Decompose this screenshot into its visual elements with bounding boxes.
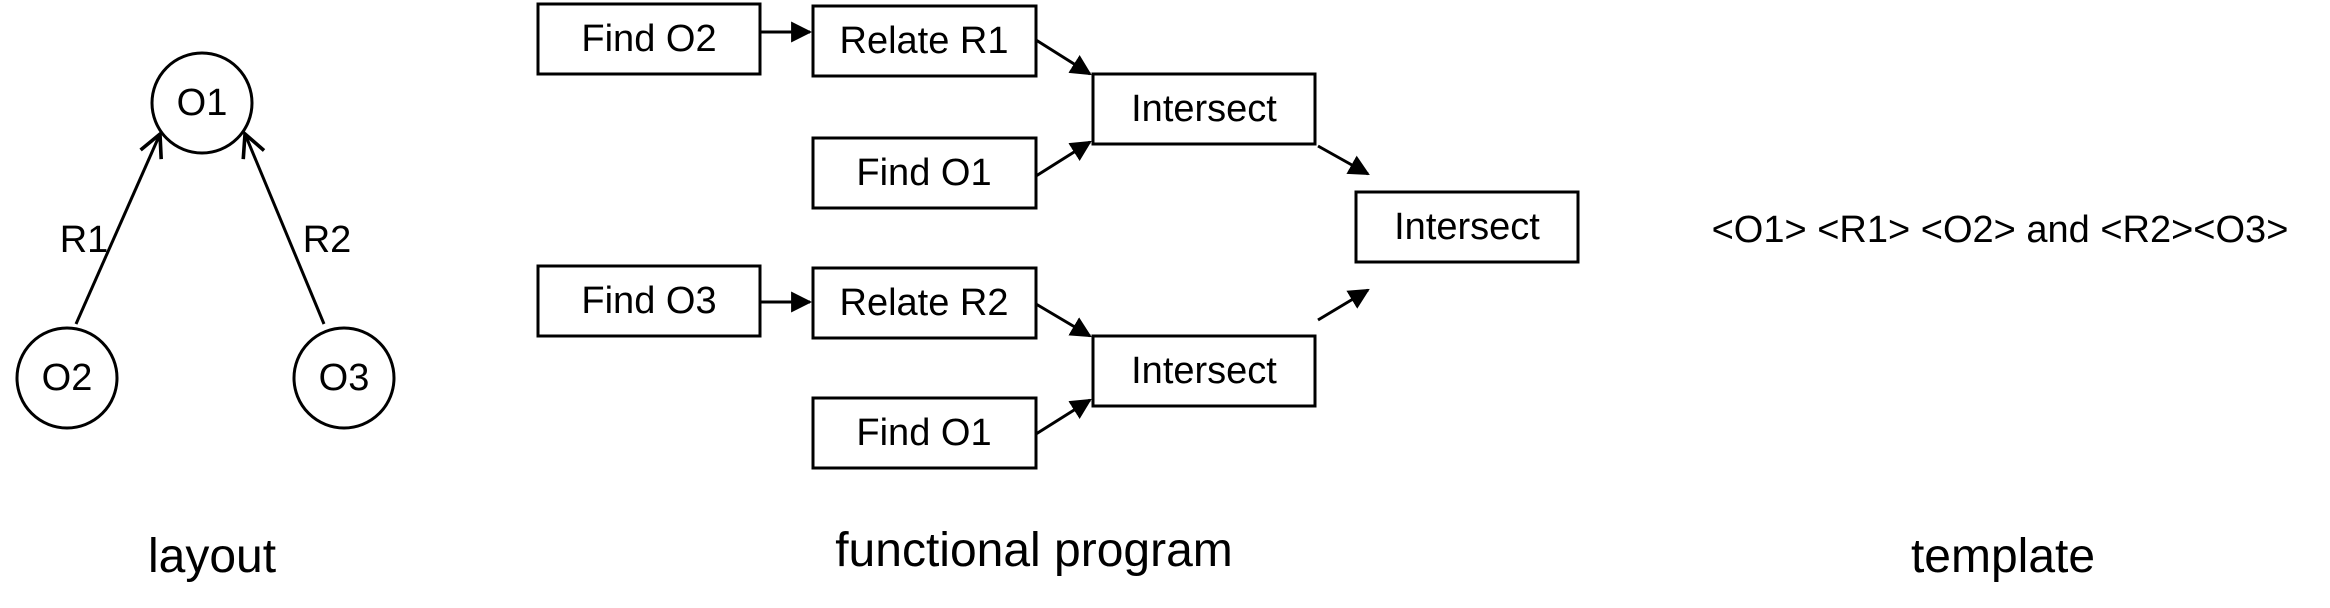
- box-find-o1-a-label: Find O1: [856, 152, 991, 194]
- template-section: <O1> <R1> <O2> and <R2><O3> template: [1712, 209, 2289, 583]
- box-relate-r1: [811, 4, 1038, 78]
- box-find-o3: [536, 264, 762, 338]
- arrow-relate-r2-to-intersect-b: [1035, 302, 1092, 338]
- box-relate-r2: [811, 266, 1038, 340]
- layout-node-o2: [15, 326, 119, 430]
- box-relate-r1-label: Relate R1: [840, 20, 1009, 62]
- functional-program: Find O2 Relate R1 Find O1 Intersect Find…: [536, 2, 1580, 577]
- layout-node-o3-label: O3: [319, 357, 370, 399]
- layout-edge-label-r1: R1: [60, 219, 109, 261]
- box-intersect-final: [1354, 190, 1580, 264]
- box-find-o2: [536, 2, 762, 76]
- layout-node-o1-label: O1: [177, 82, 228, 124]
- arrow-find-o1-b-to-intersect-b: [1035, 398, 1092, 436]
- box-intersect-b-label: Intersect: [1131, 350, 1277, 392]
- box-find-o2-label: Find O2: [581, 18, 716, 60]
- box-find-o3-label: Find O3: [581, 280, 716, 322]
- box-intersect-a-label: Intersect: [1131, 88, 1277, 130]
- box-intersect-final-label: Intersect: [1394, 206, 1540, 248]
- box-find-o1-a: [811, 136, 1038, 210]
- arrow-intersect-b-to-final: [1317, 288, 1370, 322]
- layout-node-o1: [150, 51, 254, 155]
- box-intersect-b: [1091, 334, 1317, 408]
- layout-caption: layout: [148, 530, 276, 583]
- arrow-find-o1-a-to-intersect-a: [1035, 140, 1092, 178]
- template-caption: template: [1911, 530, 2095, 583]
- program-caption: functional program: [835, 524, 1233, 577]
- arrow-relate-r1-to-intersect-a: [1035, 38, 1092, 76]
- template-text: <O1> <R1> <O2> and <R2><O3>: [1712, 209, 2289, 251]
- layout-edge-label-r2: R2: [303, 219, 352, 261]
- layout-graph: O1 O2 O3 R1 R2 layout: [15, 51, 396, 583]
- layout-node-o2-label: O2: [42, 357, 93, 399]
- layout-node-o3: [292, 326, 396, 430]
- box-intersect-a: [1091, 72, 1317, 146]
- box-find-o1-b-label: Find O1: [856, 412, 991, 454]
- box-find-o1-b: [811, 396, 1038, 470]
- edge-o3-o1: [245, 134, 326, 325]
- edge-o2-o1: [74, 134, 160, 325]
- arrow-intersect-a-to-final: [1317, 144, 1370, 176]
- box-relate-r2-label: Relate R2: [840, 282, 1009, 324]
